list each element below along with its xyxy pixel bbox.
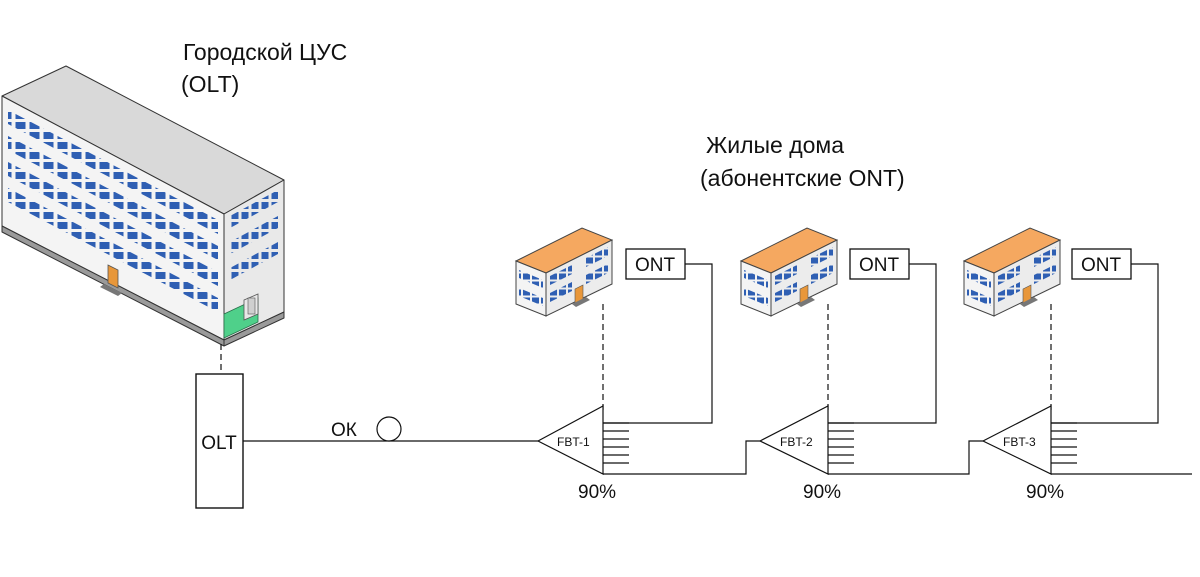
central-office-building <box>1 65 285 347</box>
house-3 <box>962 227 1062 317</box>
central-office-entrance <box>223 293 259 339</box>
splitter-3-ratio: 90% <box>1026 482 1064 503</box>
house-2 <box>739 227 839 317</box>
central-office-side-windows <box>230 190 278 280</box>
central-office-windows <box>8 110 218 312</box>
ont-3-label: ONT <box>1081 255 1122 276</box>
cable-reserve-loop <box>376 416 402 442</box>
central-office-door <box>100 264 122 296</box>
ont-3-drop <box>1051 263 1159 424</box>
trunk-segment-2 <box>828 440 983 475</box>
splitter-2 <box>758 405 829 475</box>
olt-label: OLT <box>201 433 237 454</box>
ont-2-label: ONT <box>859 255 900 276</box>
splitter-1-ratio: 90% <box>578 482 616 503</box>
splitter-1 <box>536 404 604 475</box>
central-office-title: Городской ЦУС <box>183 39 347 65</box>
splitter-3-label: FBT-3 <box>1003 435 1036 449</box>
ont-1-box <box>625 248 686 280</box>
cable-label: ОК <box>331 420 357 441</box>
splitter-1-ports <box>603 422 629 464</box>
house-1 <box>514 227 614 317</box>
olt-box <box>195 373 244 509</box>
splitter-2-ports <box>828 422 854 464</box>
residential-title: Жилые дома <box>706 132 844 158</box>
ont-1-label: ONT <box>635 255 676 276</box>
splitter-3-ports <box>1051 422 1077 464</box>
splitter-3 <box>981 405 1052 475</box>
splitter-1-label: FBT-1 <box>557 435 590 449</box>
ont-1-drop <box>603 263 713 424</box>
splitter-2-label: FBT-2 <box>780 435 813 449</box>
splitter-2-ratio: 90% <box>803 482 841 503</box>
ont-2-drop <box>828 263 937 424</box>
trunk-segment-1 <box>603 440 760 475</box>
residential-subtitle: (абонентские ONT) <box>700 165 905 191</box>
ont-2-box <box>849 248 910 280</box>
central-office-subtitle: (OLT) <box>181 71 239 97</box>
